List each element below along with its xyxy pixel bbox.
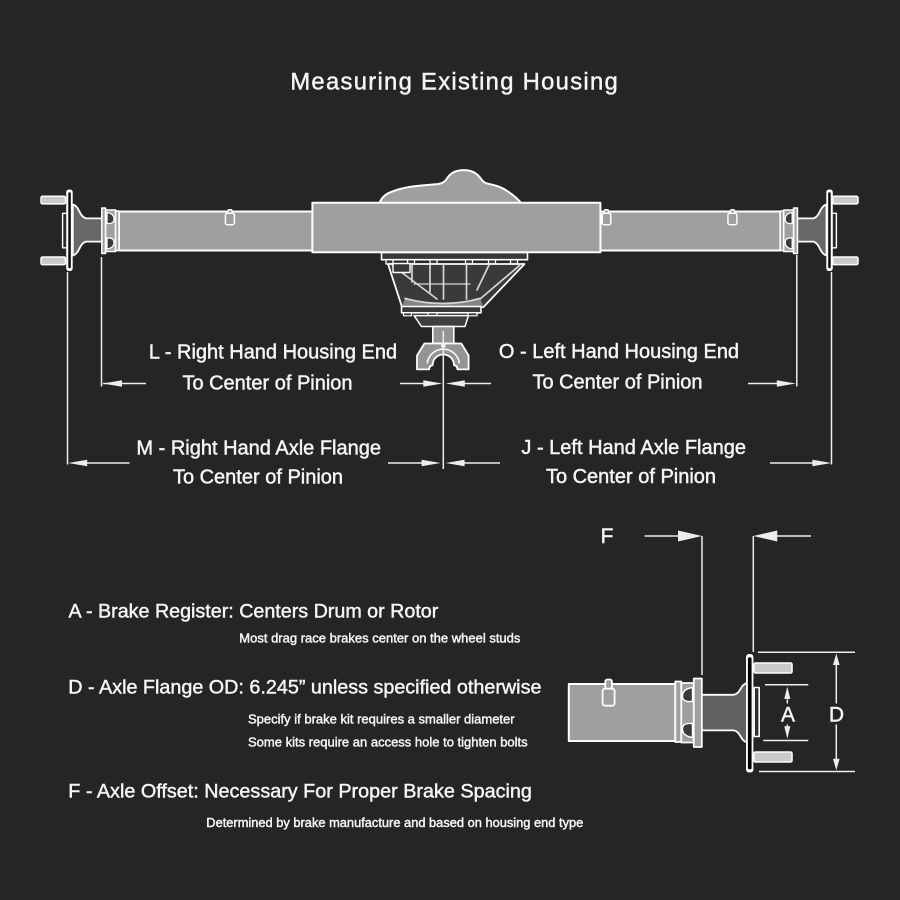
svg-text:To Center of Pinion: To Center of Pinion (532, 372, 702, 394)
svg-text:O - Left Hand Housing End: O - Left Hand Housing End (499, 341, 739, 363)
svg-text:To Center of Pinion: To Center of Pinion (546, 466, 716, 488)
svg-text:Measuring Existing Housing: Measuring Existing Housing (290, 68, 619, 95)
svg-text:M - Right Hand Axle Flange: M - Right Hand Axle Flange (136, 438, 381, 460)
svg-text:Some kits require an access ho: Some kits require an access hole to tigh… (248, 734, 528, 749)
svg-text:J - Left Hand Axle Flange: J - Left Hand Axle Flange (521, 437, 746, 459)
svg-text:D: D (829, 704, 844, 727)
svg-text:F - Axle Offset: Necessary For: F - Axle Offset: Necessary For Proper Br… (68, 781, 532, 803)
svg-text:D - Axle Flange OD: 6.245” unl: D - Axle Flange OD: 6.245” unless specif… (68, 676, 541, 698)
svg-text:L - Right Hand Housing End: L - Right Hand Housing End (149, 342, 397, 364)
svg-text:Determined by brake manufactur: Determined by brake manufacture and base… (206, 815, 583, 830)
svg-text:Specify if brake kit requires: Specify if brake kit requires a smaller … (248, 711, 515, 726)
svg-text:To Center of Pinion: To Center of Pinion (173, 467, 343, 489)
svg-text:F: F (601, 525, 614, 548)
svg-text:Most drag race brakes center o: Most drag race brakes center on the whee… (239, 630, 521, 645)
svg-text:To Center of Pinion: To Center of Pinion (182, 373, 352, 395)
svg-text:A: A (781, 704, 795, 727)
svg-text:A - Brake Register: Centers Dr: A - Brake Register: Centers Drum or Roto… (69, 600, 439, 622)
